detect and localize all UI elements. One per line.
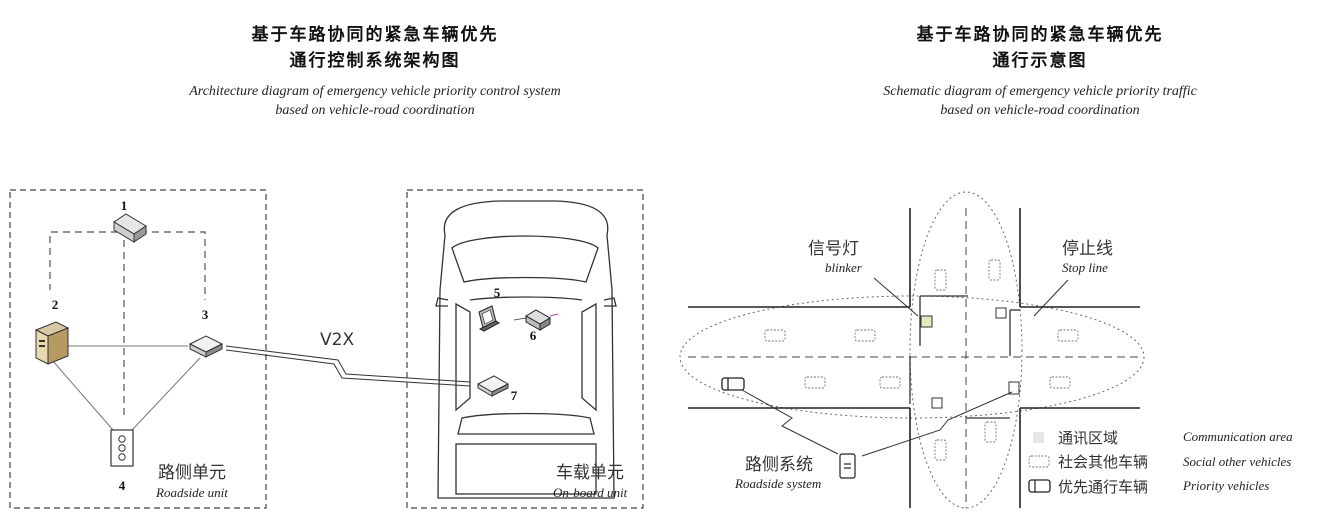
blinker-label-zh: 信号灯 (808, 239, 859, 259)
obu-module-icon (513, 309, 559, 331)
legend-communication-zh: 通讯区域 (1058, 429, 1118, 447)
left-title-en-1: Architecture diagram of emergency vehicl… (189, 84, 561, 99)
priority-vehicle (721, 377, 745, 391)
lane-center-lines (688, 208, 1140, 508)
roadside-wireless-links (741, 389, 1013, 457)
stop-lines (909, 295, 1020, 419)
roadside-system-label-en: Roadside system (734, 476, 821, 491)
legend-priority-swatch (1028, 479, 1051, 493)
legend: 通讯区域 Communication area 社会其他车辆 Social ot… (1028, 429, 1293, 496)
right-title-en-1: Schematic diagram of emergency vehicle p… (883, 84, 1197, 99)
roadside-system-icon (839, 453, 856, 479)
right-title-zh-1: 基于车路协同的紧急车辆优先 (916, 25, 1164, 45)
node-number-7: 7 (511, 388, 518, 403)
right-title-en-2: based on vehicle-road coordination (940, 103, 1140, 118)
legend-social-zh: 社会其他车辆 (1058, 453, 1148, 471)
node-number-3: 3 (202, 307, 209, 322)
legend-priority-en: Priority vehicles (1182, 478, 1269, 493)
left-title-en-2: based on vehicle-road coordination (275, 103, 475, 118)
roadside-system-label-zh: 路侧系统 (745, 455, 813, 475)
node-number-5: 5 (494, 285, 501, 300)
signal-light-icons (920, 307, 1020, 409)
legend-priority-zh: 优先通行车辆 (1058, 478, 1148, 496)
onboard-unit-box (406, 189, 644, 509)
monitor-icon (478, 305, 500, 332)
leader-lines (873, 277, 1069, 317)
server-box-icon (113, 213, 147, 243)
stop-line-label-zh: 停止线 (1062, 239, 1113, 259)
social-vehicles (764, 259, 1079, 461)
car-outline (435, 200, 617, 499)
traffic-light-icon (110, 429, 134, 467)
roadside-unit-box (9, 189, 267, 509)
onboard-unit-label-en: On-board unit (553, 485, 628, 500)
stop-line-label-en: Stop line (1062, 260, 1108, 275)
node-number-6: 6 (530, 328, 537, 343)
node-number-4: 4 (119, 478, 126, 493)
roadside-dashed-links (49, 231, 206, 420)
v2x-signal-icon (225, 345, 471, 387)
router-icon (188, 335, 224, 358)
node-number-2: 2 (52, 297, 59, 312)
obu-router-icon (476, 375, 510, 397)
legend-social-swatch (1028, 455, 1050, 468)
node-number-1: 1 (121, 198, 128, 213)
v2x-label: V2X (320, 330, 354, 350)
roadside-solid-links (51, 345, 201, 431)
left-title-zh-2: 通行控制系统架构图 (289, 51, 461, 71)
roadside-unit-label-en: Roadside unit (155, 485, 228, 500)
legend-communication-swatch (1033, 432, 1044, 443)
right-title-zh-2: 通行示意图 (992, 51, 1088, 71)
communication-area (679, 191, 1145, 509)
onboard-unit-label-zh: 车载单元 (556, 463, 624, 483)
legend-social-en: Social other vehicles (1183, 454, 1291, 469)
computer-tower-icon (34, 321, 70, 365)
legend-communication-en: Communication area (1183, 429, 1293, 444)
road-lines (688, 208, 1140, 508)
blinker-label-en: blinker (825, 260, 863, 275)
left-title-zh-1: 基于车路协同的紧急车辆优先 (251, 25, 499, 45)
roadside-unit-label-zh: 路侧单元 (158, 463, 226, 483)
